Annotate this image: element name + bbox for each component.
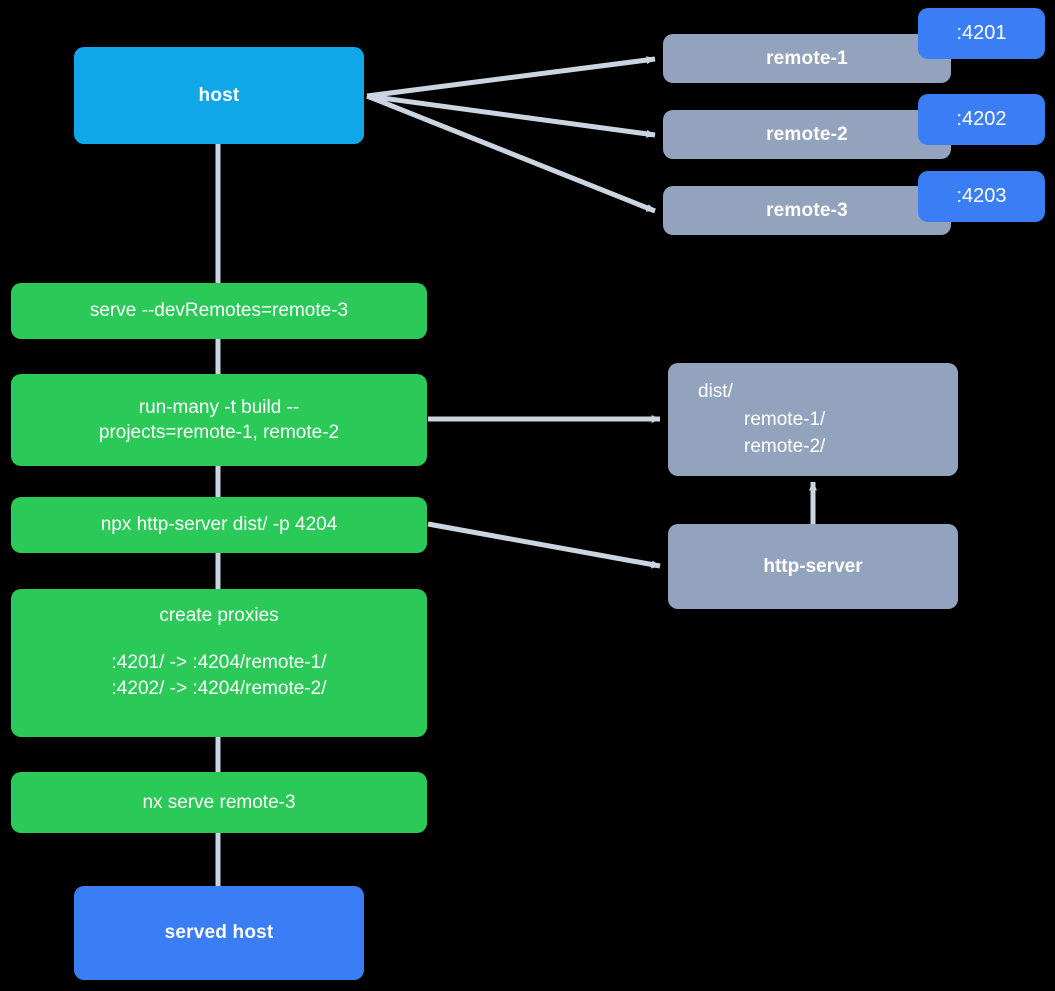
node-remote-2-label: remote-2: [766, 123, 848, 145]
port-badge-remote-3[interactable]: :4203: [918, 171, 1045, 222]
node-http-server[interactable]: http-server: [668, 524, 958, 609]
node-task-run-many-line2: projects=remote-1, remote-2: [98, 422, 340, 443]
node-served-host-label: served host: [164, 922, 274, 944]
port-badge-remote-2-label: :4202: [956, 108, 1007, 130]
node-task-nx-serve-remote-3-label: nx serve remote-3: [142, 791, 296, 813]
node-task-npx-http-server-label: npx http-server dist/ -p 4204: [100, 514, 338, 536]
port-badge-remote-1[interactable]: :4201: [918, 8, 1045, 59]
port-badge-remote-1-label: :4201: [956, 22, 1007, 44]
node-task-create-proxies-title: create proxies: [159, 605, 279, 626]
edge-host-to-remote-2: [366, 93, 656, 138]
node-task-run-many-line1: run-many -t build --: [138, 396, 300, 418]
node-task-run-many[interactable]: run-many -t build -- projects=remote-1, …: [11, 374, 427, 466]
edge-host-to-remote-3: [366, 93, 656, 214]
node-remote-2[interactable]: remote-2: [663, 110, 951, 159]
node-dist-folder-line1: dist/: [698, 381, 733, 403]
node-task-npx-http-server[interactable]: npx http-server dist/ -p 4204: [11, 497, 427, 553]
node-remote-3[interactable]: remote-3: [663, 186, 951, 235]
node-task-nx-serve-remote-3[interactable]: nx serve remote-3: [11, 772, 427, 833]
node-remote-3-label: remote-3: [766, 199, 848, 221]
node-task-create-proxies-line2: :4202/ -> :4204/remote-2/: [111, 677, 327, 699]
edge-host-to-remote-1: [366, 56, 656, 99]
node-task-create-proxies-line1: :4201/ -> :4204/remote-1/: [111, 652, 327, 674]
edge-npx-to-httpserver: [427, 521, 661, 569]
node-http-server-label: http-server: [763, 555, 863, 577]
node-host-label: host: [198, 84, 240, 106]
node-served-host[interactable]: served host: [74, 886, 364, 980]
node-dist-folder-line2: remote-1/: [744, 408, 826, 430]
port-badge-remote-2[interactable]: :4202: [918, 94, 1045, 145]
node-remote-1-label: remote-1: [766, 47, 848, 69]
node-task-serve-devremotes-label: serve --devRemotes=remote-3: [89, 300, 349, 322]
node-host[interactable]: host: [74, 47, 364, 144]
node-task-create-proxies[interactable]: create proxies :4201/ -> :4204/remote-1/…: [11, 589, 427, 737]
node-dist-folder[interactable]: dist/ remote-1/ remote-2/: [668, 363, 958, 476]
node-dist-folder-line3: remote-2/: [744, 436, 826, 458]
node-remote-1[interactable]: remote-1: [663, 34, 951, 83]
node-task-serve-devremotes[interactable]: serve --devRemotes=remote-3: [11, 283, 427, 339]
port-badge-remote-3-label: :4203: [956, 185, 1007, 207]
